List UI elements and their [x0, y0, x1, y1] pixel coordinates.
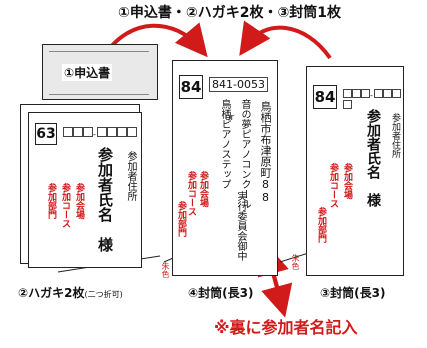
envelope-return-caption: ③封筒(長3): [320, 286, 386, 300]
envelope-main: 84 841-0053 鳥栖市布津原町88 音の夢ピアノコンクール or 鳥栖ピ…: [172, 60, 278, 276]
envelope-main-address: 鳥栖市布津原町88: [259, 101, 272, 204]
postcard-division-label: 参加部門: [46, 183, 56, 219]
postcard-caption: ②ハガキ2枚(二つ折可): [18, 286, 123, 300]
envelope-return-address-label: 参加者住所: [390, 113, 400, 158]
envelope-return-division: 参加部門: [316, 207, 326, 243]
postcard-venue-label: 参加会場: [74, 183, 84, 219]
envelope-return-stamp-boxes: -: [343, 89, 403, 111]
envelope-main-committee: 実行委員会御中: [235, 191, 246, 261]
envelope-return-number: 84: [313, 85, 337, 109]
envelope-return-red-note: 朱色: [291, 254, 300, 270]
envelope-return-course: 参加コース: [328, 163, 338, 208]
envelope-main-org-2: 鳥栖ピアノステップ: [219, 99, 230, 189]
postcard-front: 63 - 参加者住所 参加者氏名 様 参加会場 参加コース 参加部門: [28, 112, 142, 268]
envelope-main-red-note: 朱色: [161, 262, 170, 278]
back-note: ※裏に参加者名記入: [214, 318, 358, 337]
envelope-main-course: 参加コース: [186, 171, 196, 216]
envelope-main-caption: ④封筒(長3): [188, 286, 254, 300]
envelope-return-venue: 参加会場: [342, 163, 352, 199]
envelope-main-venue: 参加会場: [198, 171, 208, 207]
postcard-number: 63: [35, 123, 57, 145]
postcard-stamp-boxes: -: [63, 127, 137, 139]
arrow-right-to-center: [239, 20, 332, 60]
envelope-main-or: or: [225, 113, 235, 123]
postcard-address-label: 参加者住所: [125, 151, 136, 201]
envelope-return: 84 - 参加者住所 参加者氏名 様 参加会場 参加コース 参加部門: [306, 66, 404, 276]
envelope-return-name-label: 参加者氏名 様: [365, 109, 381, 207]
application-form-label: ①申込書: [62, 64, 113, 81]
envelope-main-number: 84: [179, 75, 203, 99]
postcard-name-label: 参加者氏名 様: [96, 147, 114, 252]
diagram-title: ①申込書・②ハガキ2枚・③封筒1枚: [118, 5, 342, 21]
postcard-course-label: 参加コース: [60, 183, 70, 228]
envelope-main-org-1: 音の夢ピアノコンクール: [239, 99, 250, 209]
envelope-main-postal-code: 841-0053: [209, 77, 268, 92]
envelope-main-division: 参加部門: [176, 201, 186, 237]
